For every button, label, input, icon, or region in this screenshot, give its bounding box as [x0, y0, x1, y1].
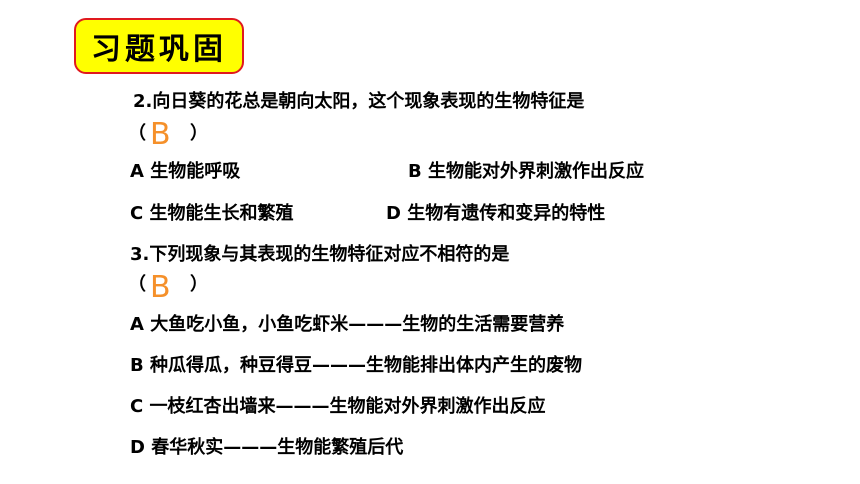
q3-stem: 3.下列现象与其表现的生物特征对应不相符的是 — [130, 244, 510, 265]
q2-stem: 2.向日葵的花总是朝向太阳，这个现象表现的生物特征是 — [133, 91, 585, 112]
page-title: 习题巩固 — [91, 32, 227, 67]
q2-option-a: A 生物能呼吸 — [130, 161, 241, 182]
q3-option-d: D 春华秋实———生物能繁殖后代 — [130, 437, 404, 458]
q2-paren-close: ） — [190, 123, 208, 144]
q2-paren-open: （ — [128, 123, 146, 144]
q3-option-a: A 大鱼吃小鱼，小鱼吃虾米———生物的生活需要营养 — [130, 314, 565, 335]
q2-option-b: B 生物能对外界刺激作出反应 — [408, 161, 644, 182]
q3-paren-close: ） — [190, 274, 208, 295]
q3-option-b: B 种瓜得瓜，种豆得豆———生物能排出体内产生的废物 — [130, 355, 582, 376]
title-badge: 习题巩固 — [74, 18, 244, 74]
q3-option-c: C 一枝红杏出墙来———生物能对外界刺激作出反应 — [130, 396, 546, 417]
q2-answer: B — [150, 117, 171, 152]
q3-answer: B — [150, 270, 171, 305]
q2-option-c: C 生物能生长和繁殖 — [130, 203, 294, 224]
q3-paren-open: （ — [128, 274, 146, 295]
q2-option-d: D 生物有遗传和变异的特性 — [386, 203, 606, 224]
